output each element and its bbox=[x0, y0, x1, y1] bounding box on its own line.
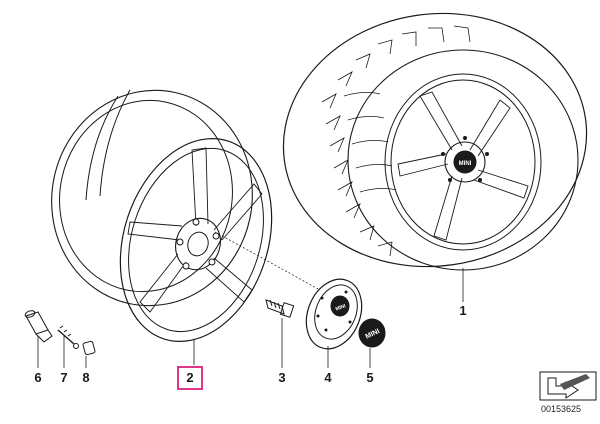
rim-assembly bbox=[51, 89, 273, 342]
reference-number: 00153625 bbox=[541, 404, 582, 414]
callout-6: 6 bbox=[34, 370, 42, 385]
tire-valve bbox=[24, 310, 53, 343]
callout-7: 7 bbox=[60, 370, 68, 385]
valve-cap bbox=[82, 340, 96, 356]
callout-5: 5 bbox=[366, 370, 374, 385]
callout-4: 4 bbox=[324, 370, 332, 385]
hub-logo-text: MINI bbox=[459, 161, 472, 167]
callout-2-highlight bbox=[177, 366, 203, 390]
callout-3: 3 bbox=[278, 370, 286, 385]
tire-assembly bbox=[282, 12, 588, 271]
cap-logo-text: MINI bbox=[335, 303, 348, 312]
valve-insert bbox=[57, 325, 79, 349]
leader-lines bbox=[37, 268, 464, 368]
callout-2: 2 bbox=[186, 370, 194, 385]
callout-1: 1 bbox=[459, 303, 467, 318]
mini-emblem bbox=[358, 318, 386, 348]
navigation-arrow-icon[interactable] bbox=[539, 371, 597, 401]
center-cap bbox=[305, 278, 363, 350]
callout-8: 8 bbox=[82, 370, 90, 385]
wheel-bolt bbox=[265, 299, 295, 318]
